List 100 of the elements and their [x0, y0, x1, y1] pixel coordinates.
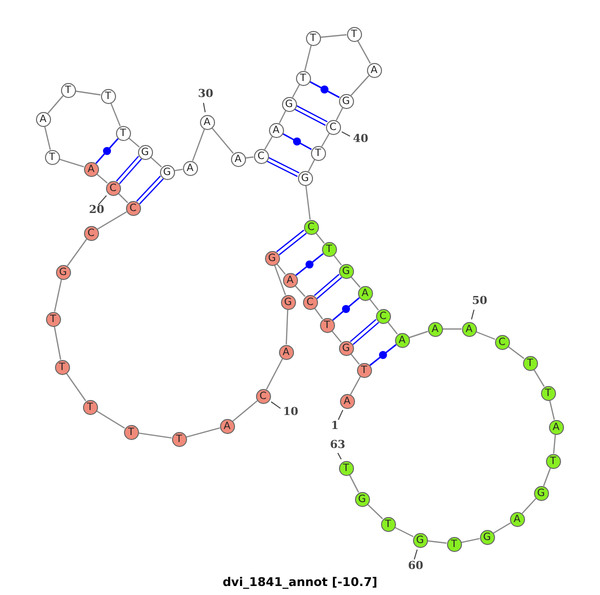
nucleotide-circle: T: [60, 82, 76, 98]
nucleotide-circle: G: [298, 170, 312, 186]
nucleotide-circle: C: [304, 220, 318, 234]
nucleotide-circle: T: [540, 386, 556, 400]
nucleotide-circle: C: [326, 120, 340, 134]
nucleotide-circle: T: [44, 150, 60, 164]
backbone-line: [331, 330, 342, 343]
base-pair-line: [95, 138, 119, 164]
nucleotide-circle: T: [172, 432, 186, 446]
backbone-line: [493, 522, 511, 534]
base-pair-line: [116, 156, 142, 184]
base-pair-line: [266, 157, 300, 177]
backbone-line: [192, 128, 205, 162]
nucleotide-circle: T: [346, 26, 362, 42]
position-number: 63: [330, 438, 346, 451]
backbone-line: [369, 298, 379, 310]
backbone-line: [54, 279, 62, 312]
backbone-line: [97, 211, 127, 230]
backbone-line: [476, 331, 496, 340]
nucleotide-circle: T: [310, 146, 326, 160]
position-number: 60: [408, 559, 424, 572]
base-pair-line: [314, 274, 342, 300]
backbone-line: [276, 263, 286, 275]
nucleotide-circle: T: [54, 360, 70, 374]
nucleotide-circle: C: [84, 226, 98, 240]
backbone-line: [118, 192, 128, 204]
nucleotide-circle: T: [380, 516, 396, 532]
nucleotide-circle: G: [264, 250, 280, 266]
nucleotide-circle: G: [138, 144, 152, 160]
nucleotide-circle: C: [106, 180, 120, 196]
backbone-line: [59, 158, 84, 168]
backbone-line: [47, 95, 64, 114]
nucleotide-circle: C: [376, 308, 390, 324]
nucleotide-circle: A: [366, 62, 382, 78]
base-pair-line: [276, 230, 307, 256]
backbone-line: [553, 434, 556, 454]
base-pair-line: [332, 297, 360, 321]
backbone-line: [408, 330, 428, 338]
backbone-line: [286, 309, 288, 345]
backbone-line: [549, 400, 555, 420]
nucleotide-circle: A: [36, 112, 50, 126]
nucleotide-circle: T: [446, 536, 462, 552]
backbone-line: [75, 90, 101, 96]
backbone-line: [427, 540, 447, 544]
diagram-title: dvi_1841_annot [-10.7]: [222, 575, 378, 589]
base-pair-line: [282, 132, 312, 150]
backbone-line: [508, 346, 524, 359]
nucleotide-circle: A: [282, 272, 298, 288]
backbone-line: [110, 102, 121, 126]
backbone-line: [274, 264, 286, 296]
nucleotide-circle: G: [160, 164, 174, 180]
position-number: 40: [353, 132, 368, 145]
backbone-line: [232, 400, 258, 422]
backbone-line: [333, 254, 342, 266]
nucleotide-circle: T: [124, 424, 138, 440]
backbone-line: [96, 173, 108, 184]
base-pair-line: [309, 80, 340, 98]
nucleotide-circle: G: [56, 264, 70, 280]
nucleotide-circle: T: [82, 400, 98, 414]
backbone-line: [367, 504, 383, 520]
nucleotide-circle: G: [338, 94, 354, 108]
backbone-line: [543, 468, 551, 486]
backbone-line: [320, 34, 347, 38]
position-number: 20: [89, 203, 104, 216]
backbone-line: [292, 84, 300, 98]
base-pair-line: [350, 318, 380, 346]
nucleotide-circle: T: [522, 356, 538, 370]
nucleotide-circle: G: [338, 264, 354, 278]
nucleotide-circle: A: [462, 322, 476, 336]
nucleotide-circle: C: [256, 388, 270, 404]
nucleotide-circle: A: [428, 322, 442, 336]
nucleotide-circle: A: [268, 122, 284, 138]
backbone-line: [350, 353, 360, 365]
nucleotide-circle: T: [306, 30, 320, 46]
backbone-line: [294, 285, 306, 297]
backbone-line: [350, 75, 370, 96]
backbone-line: [522, 498, 536, 514]
backbone-line: [442, 328, 462, 330]
nucleotide-circle: A: [84, 162, 98, 176]
position-number: 10: [283, 405, 298, 418]
backbone-line: [150, 156, 162, 168]
nucleotide-circle: A: [548, 420, 564, 434]
nucleotide-circle: A: [278, 344, 294, 360]
base-pair-line: [369, 344, 397, 366]
nucleotide-circle: G: [534, 486, 548, 500]
nucleotide-circle: T: [322, 242, 336, 256]
nucleotide-circle: G: [280, 294, 296, 310]
backbone-line: [211, 127, 234, 154]
nucleotide-circle: C: [302, 294, 318, 310]
backbone-line: [245, 156, 254, 159]
nucleotide-circle: A: [358, 286, 372, 300]
nucleotide-circle: T: [338, 460, 354, 476]
backbone-line: [533, 369, 545, 387]
backbone-line: [314, 308, 324, 320]
position-number: 30: [198, 87, 214, 100]
nucleotide-circle: A: [510, 512, 524, 526]
nucleotide-circle: G: [412, 532, 428, 548]
backbone-line: [66, 372, 86, 402]
base-pair-line: [136, 176, 164, 204]
position-number: 1: [331, 419, 339, 432]
